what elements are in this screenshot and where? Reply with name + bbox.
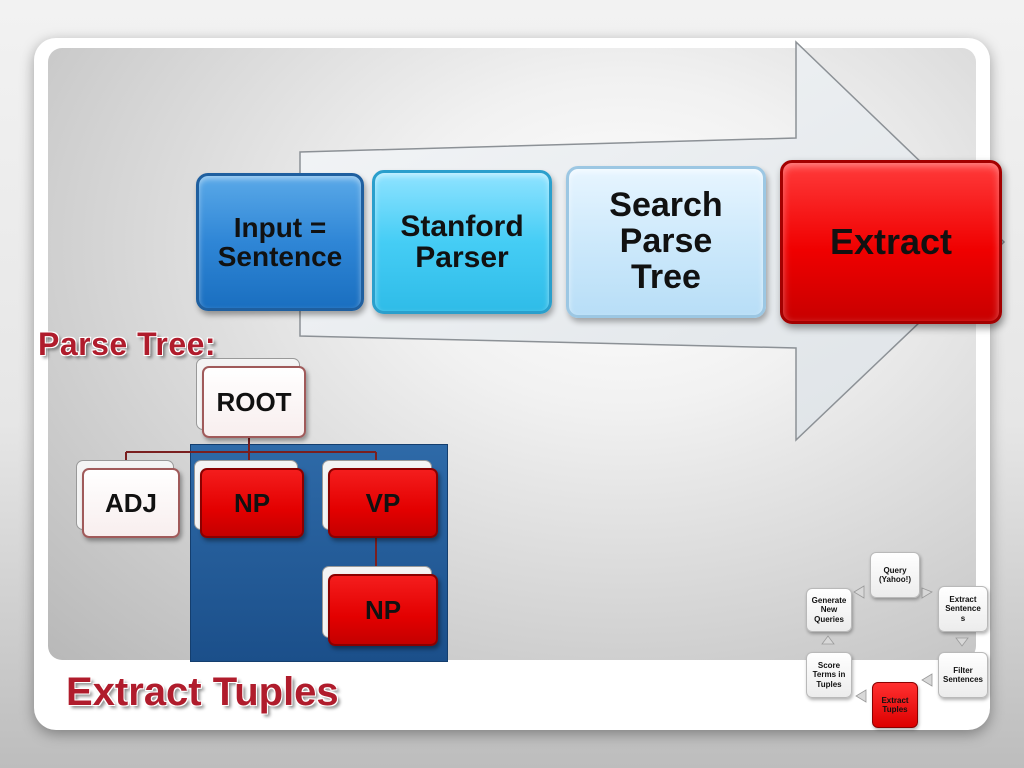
cycle-label: Extract Sentence s	[945, 595, 981, 623]
np-child-node: NP	[328, 574, 438, 646]
cycle-label: Generate New Queries	[811, 596, 847, 624]
node-label: NP	[364, 594, 402, 625]
vp-node: VP	[328, 468, 438, 538]
step-input-sentence: Input = Sentence	[196, 173, 364, 311]
step-stanford-parser: Stanford Parser	[372, 170, 552, 314]
adj-node: ADJ	[82, 468, 180, 538]
node-label: NP	[233, 487, 271, 518]
step-search-parse-tree: Search Parse Tree	[566, 166, 766, 318]
step-extract: Extract	[780, 160, 1002, 324]
parse-tree-heading: Parse Tree:	[38, 326, 217, 362]
cycle-generate-queries: Generate New Queries	[806, 588, 852, 632]
node-label: VP	[365, 487, 401, 518]
step-label: Input = Sentence	[217, 211, 343, 272]
step-label: Search Parse Tree	[609, 186, 723, 296]
cycle-extract-tuples: Extract Tuples	[872, 682, 918, 728]
node-label: ROOT	[216, 386, 292, 417]
root-node: ROOT	[202, 366, 306, 438]
cycle-label: Extract Tuples	[881, 695, 909, 714]
extract-tuples-heading: Extract Tuples	[66, 670, 339, 714]
cycle-score-terms: Score Terms in Tuples	[806, 652, 852, 698]
node-label: ADJ	[104, 487, 157, 518]
cycle-label: Query (Yahoo!)	[879, 565, 911, 584]
step-label: Stanford Parser	[400, 209, 524, 274]
cycle-query: Query (Yahoo!)	[870, 552, 920, 598]
cycle-filter-sentences: Filter Sentences	[938, 652, 988, 698]
step-label: Extract	[829, 221, 953, 263]
cycle-label: Filter Sentences	[942, 665, 984, 684]
cycle-label: Score Terms in Tuples	[812, 661, 846, 689]
np-node: NP	[200, 468, 304, 538]
cycle-extract-sentences: Extract Sentence s	[938, 586, 988, 632]
